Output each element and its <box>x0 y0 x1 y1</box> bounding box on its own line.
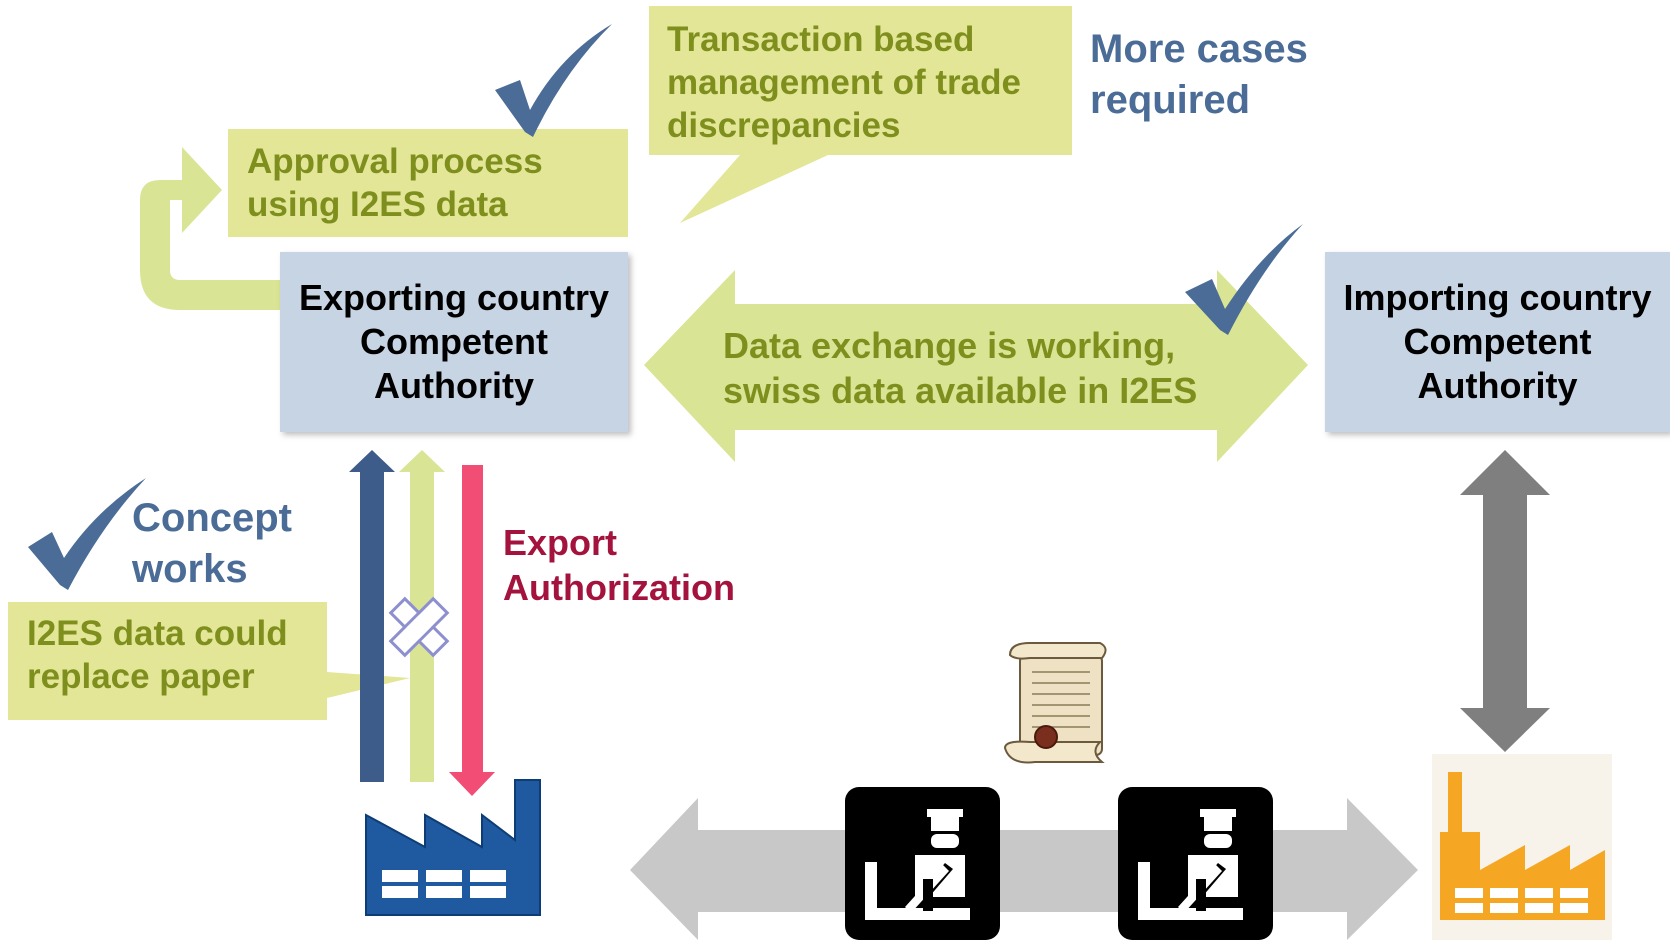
checkmark-icon <box>1185 224 1303 335</box>
approval-line-2: using I2ES data <box>247 185 508 224</box>
exporting-authority-box <box>280 252 628 432</box>
factory-icon <box>1432 754 1612 940</box>
transaction-line-3: discrepancies <box>667 106 901 145</box>
checkmark-icon <box>28 478 146 590</box>
goods-flow-arrow <box>630 798 1418 940</box>
blue-up-arrow <box>349 450 395 782</box>
exporting-line-3: Authority <box>374 365 534 406</box>
customs-officer-icon <box>845 787 1000 940</box>
transaction-callout-shape <box>649 6 1072 223</box>
concept-works-note: Concept works <box>132 493 292 595</box>
more-cases-note: More cases required <box>1090 24 1308 126</box>
approval-line-1: Approval process <box>247 142 543 181</box>
approval-loop-arrow <box>140 147 280 310</box>
checkmark-icon <box>495 24 612 137</box>
importing-line-2: Competent <box>1403 321 1592 362</box>
export-auth-line-1: Export <box>503 522 618 563</box>
export-auth-line-2: Authorization <box>503 567 735 608</box>
data-exchange-arrow <box>644 270 1308 462</box>
customs-officer-icon <box>1118 787 1273 940</box>
paper-callout-text: I2ES data could replace paper <box>27 612 288 698</box>
transaction-callout-text: Transaction based management of trade di… <box>667 18 1021 147</box>
approval-callout-text: Approval process using I2ES data <box>247 140 543 226</box>
paper-line-1: I2ES data could <box>27 614 288 653</box>
data-exchange-text: Data exchange is working, swiss data ava… <box>723 323 1197 413</box>
factory-icon <box>365 779 541 916</box>
approval-callout-shape <box>228 129 628 237</box>
exporting-authority-label: Exporting country Competent Authority <box>280 276 628 408</box>
importing-line-3: Authority <box>1417 365 1578 406</box>
paper-callout-shape <box>8 602 410 720</box>
concept-line-1: Concept <box>132 496 292 540</box>
importer-double-arrow <box>1460 450 1550 752</box>
concept-line-2: works <box>132 547 248 591</box>
exchange-line-1: Data exchange is working, <box>723 325 1176 366</box>
importing-authority-label: Importing country Competent Authority <box>1325 276 1670 408</box>
scroll-document-icon <box>1003 642 1107 764</box>
exchange-line-2: swiss data available in I2ES <box>723 370 1198 411</box>
more-cases-line-2: required <box>1090 78 1251 122</box>
cross-icon <box>388 596 450 658</box>
export-authorization-label: Export Authorization <box>503 520 735 610</box>
importing-line-1: Importing country <box>1343 277 1652 318</box>
transaction-line-1: Transaction based <box>667 20 975 59</box>
exporting-line-1: Exporting country <box>298 277 609 318</box>
transaction-line-2: management of trade <box>667 63 1021 102</box>
red-down-arrow <box>449 465 495 796</box>
more-cases-line-1: More cases <box>1090 27 1308 71</box>
exporting-line-2: Competent <box>360 321 548 362</box>
paper-line-2: replace paper <box>27 657 255 696</box>
importing-authority-box <box>1325 252 1670 432</box>
